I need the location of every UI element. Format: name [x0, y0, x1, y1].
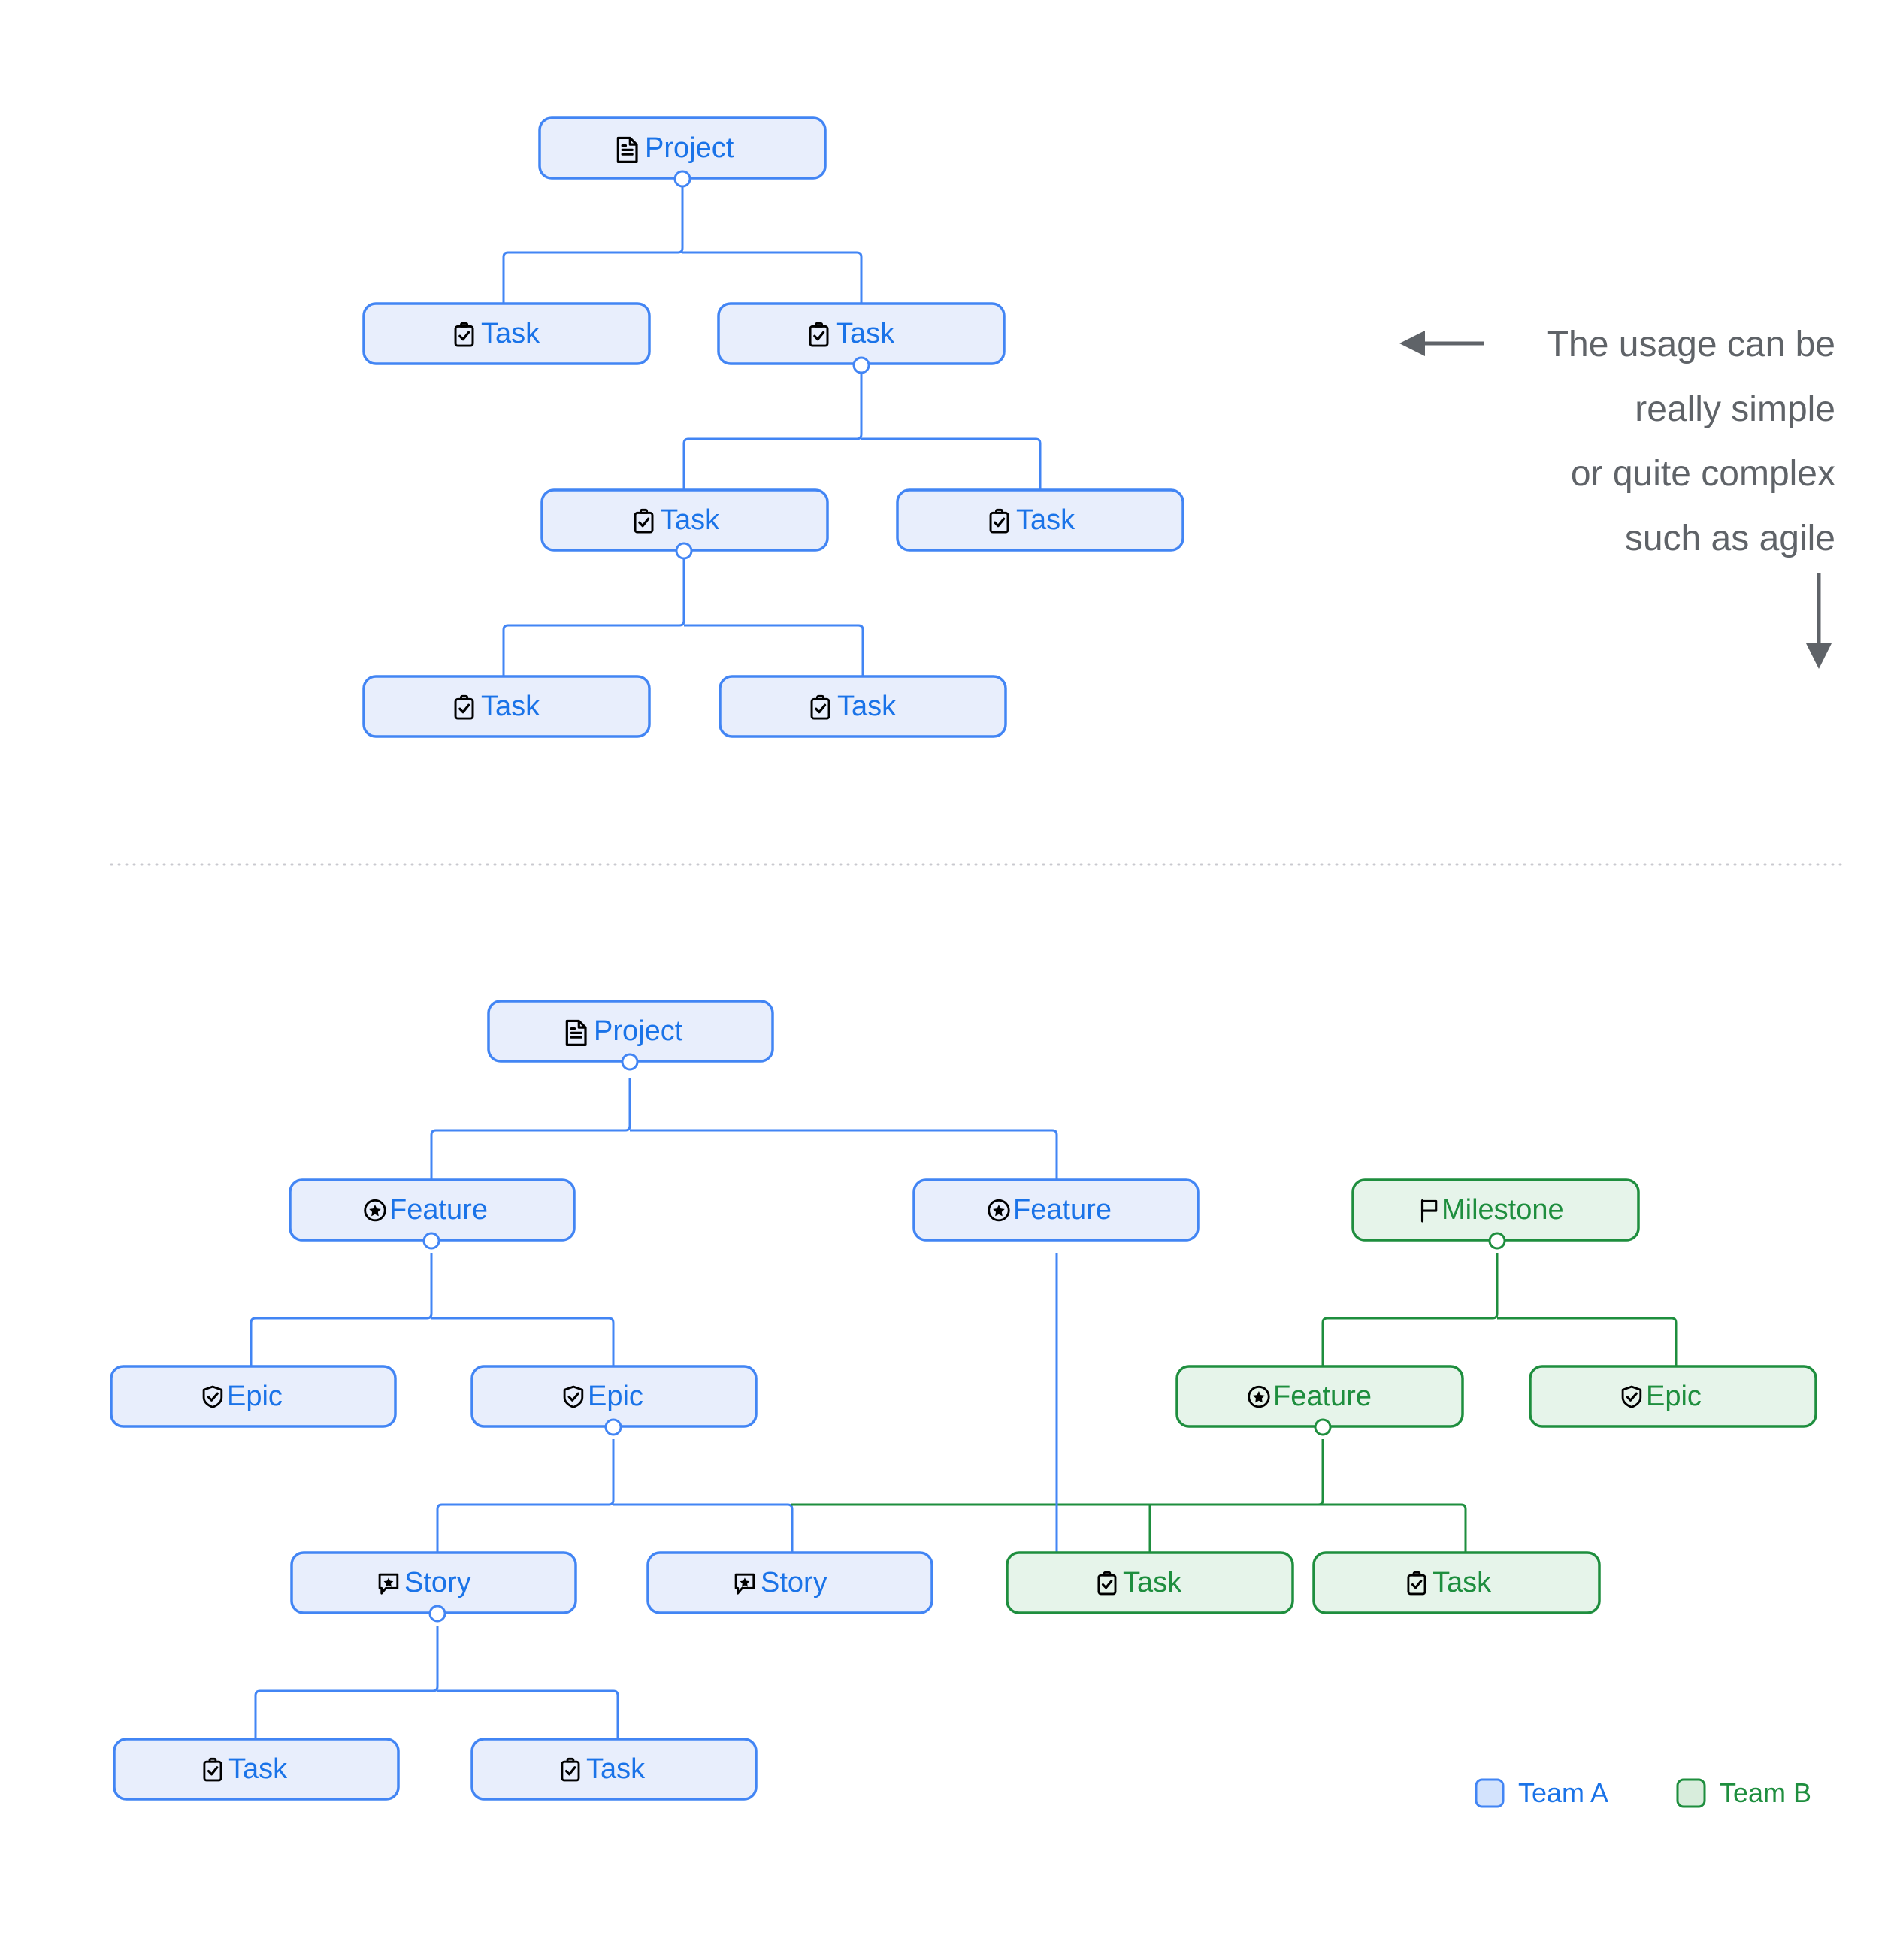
node-story-agile-1[interactable]: Story [290, 1551, 577, 1623]
node-feature-agile-3[interactable]: Feature [1175, 1365, 1464, 1436]
connector-dot [1314, 1418, 1332, 1436]
legend: Team A Team B [1475, 1777, 1811, 1808]
node-task-simple-4[interactable]: Task [896, 488, 1184, 552]
arrow-down-icon [1806, 573, 1832, 669]
node-label: Story [404, 1567, 471, 1599]
node-label: Task [836, 318, 895, 349]
agile-edges [250, 1078, 1678, 1739]
arrow-left-icon [1399, 331, 1484, 356]
connector-dot [675, 542, 693, 560]
node-label: Task [661, 504, 720, 536]
square-swatch-icon [1475, 1778, 1505, 1808]
node-task-simple-2[interactable]: Task [717, 302, 1006, 374]
node-label: Milestone [1442, 1194, 1564, 1226]
simple-edges [502, 180, 1042, 676]
node-project-simple[interactable]: Project [538, 116, 827, 188]
node-task-simple-6[interactable]: Task [719, 675, 1007, 738]
node-epic-agile-1[interactable]: Epic [110, 1365, 397, 1428]
annotation-line-1: The usage can be [1547, 325, 1835, 364]
annotation-line-2: really simple [1635, 389, 1835, 429]
node-task-agile-blue-1[interactable]: Task [113, 1738, 400, 1801]
node-task-simple-5[interactable]: Task [362, 675, 651, 738]
node-label: Epic [227, 1381, 283, 1412]
legend-label: Team B [1720, 1777, 1811, 1808]
node-feature-agile-1[interactable]: Feature [289, 1178, 576, 1250]
node-epic-agile-3[interactable]: Epic [1529, 1365, 1817, 1428]
node-label: Feature [1013, 1194, 1112, 1226]
node-project-agile[interactable]: Project [487, 1000, 774, 1071]
annotation-line-3: or quite complex [1571, 454, 1835, 494]
node-label: Project [594, 1015, 683, 1047]
node-task-simple-1[interactable]: Task [362, 302, 651, 365]
legend-item-team-b[interactable]: Team B [1676, 1777, 1811, 1808]
node-task-agile-blue-2[interactable]: Task [470, 1738, 758, 1801]
node-label: Task [1016, 504, 1076, 536]
node-feature-agile-2[interactable]: Feature [912, 1178, 1200, 1242]
node-label: Epic [1646, 1381, 1702, 1412]
connector-dot [604, 1418, 622, 1436]
node-milestone-agile[interactable]: Milestone [1351, 1178, 1640, 1250]
node-label: Task [481, 318, 540, 349]
agile-diagram: Project Feature Feature Milest [110, 1000, 1817, 1801]
node-task-agile-green-1[interactable]: Task [1006, 1551, 1294, 1614]
connector-dot [673, 170, 691, 188]
node-story-agile-2[interactable]: Story [646, 1551, 933, 1614]
connector-dot [621, 1053, 639, 1071]
connector-dot [428, 1605, 446, 1623]
node-label: Feature [389, 1194, 488, 1226]
node-label: Project [645, 132, 734, 164]
node-label: Task [228, 1753, 288, 1785]
simple-diagram: Project Task Task Task [362, 116, 1184, 738]
node-epic-agile-2[interactable]: Epic [470, 1365, 758, 1436]
legend-item-team-a[interactable]: Team A [1475, 1777, 1608, 1808]
legend-label: Team A [1518, 1777, 1608, 1808]
connector-dot [422, 1232, 440, 1250]
node-label: Task [481, 691, 540, 722]
node-label: Task [1433, 1567, 1492, 1599]
node-label: Feature [1273, 1381, 1372, 1412]
square-swatch-icon [1676, 1778, 1706, 1808]
node-task-simple-3[interactable]: Task [540, 488, 829, 560]
node-label: Task [586, 1753, 646, 1785]
node-label: Task [1123, 1567, 1182, 1599]
node-task-agile-green-2[interactable]: Task [1312, 1551, 1601, 1614]
annotation-block: The usage can be really simple or quite … [1399, 325, 1835, 669]
connector-dot [852, 356, 870, 374]
connector-dot [1488, 1232, 1506, 1250]
annotation-line-4: such as agile [1625, 519, 1835, 558]
node-label: Epic [588, 1381, 643, 1412]
node-label: Task [837, 691, 897, 722]
node-label: Story [761, 1567, 827, 1599]
